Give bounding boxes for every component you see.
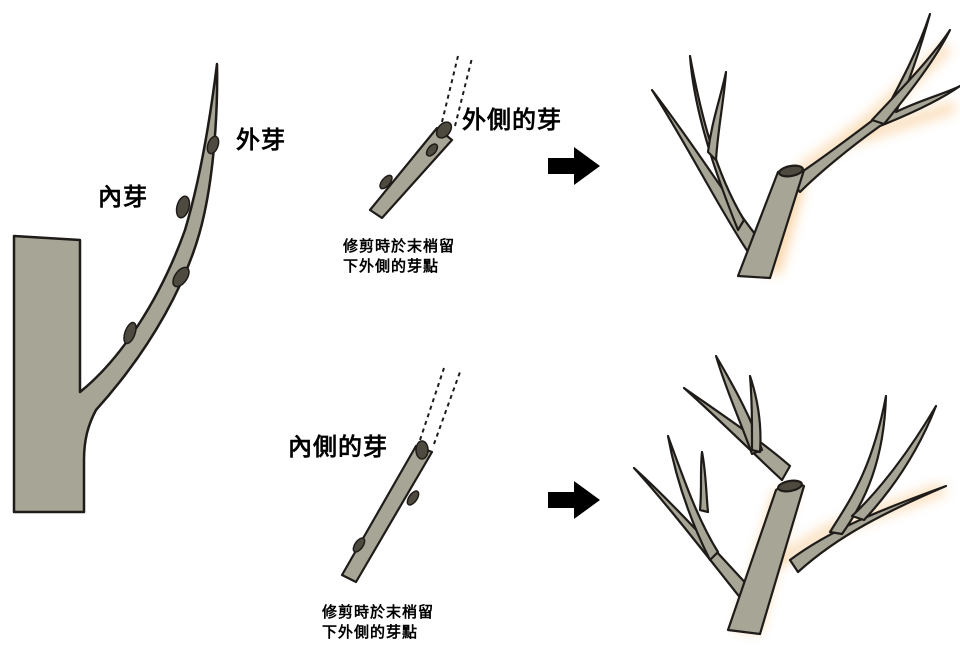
left-limb xyxy=(634,468,752,600)
caption-top: 修剪時於末梢留 下外側的芽點 xyxy=(343,236,455,276)
left-limb xyxy=(652,90,758,252)
caption-line: 修剪時於末梢留 xyxy=(322,602,434,622)
caption-line: 下外側的芽點 xyxy=(343,256,455,276)
trunk-with-branch xyxy=(14,64,217,512)
cut-twig xyxy=(370,128,452,218)
outer-bud-cut xyxy=(370,56,472,218)
cut-twig xyxy=(342,446,432,582)
outer-bud-label: 外芽 xyxy=(236,120,286,155)
caption-line: 下外側的芽點 xyxy=(322,622,434,642)
arrow-right-icon xyxy=(548,481,600,519)
inner-bud-label: 內芽 xyxy=(98,177,148,212)
left-sprig xyxy=(708,72,726,160)
trunk-and-branch xyxy=(14,64,221,512)
caption-bottom: 修剪時於末梢留 下外側的芽點 xyxy=(322,602,434,642)
left-sprig xyxy=(700,452,708,512)
right-limb xyxy=(790,14,960,192)
left-twig xyxy=(668,436,718,560)
upper-sprig xyxy=(750,376,761,452)
inner-result-tree xyxy=(634,356,946,634)
outer-side-bud-label: 外側的芽 xyxy=(462,100,562,135)
arrow-right-icon xyxy=(548,147,600,185)
caption-line: 修剪時於末梢留 xyxy=(343,236,455,256)
inner-bud-cut xyxy=(342,368,460,582)
inner-side-bud-label: 內側的芽 xyxy=(288,427,388,462)
bud-icon xyxy=(416,441,428,459)
outer-result-tree xyxy=(652,14,960,278)
